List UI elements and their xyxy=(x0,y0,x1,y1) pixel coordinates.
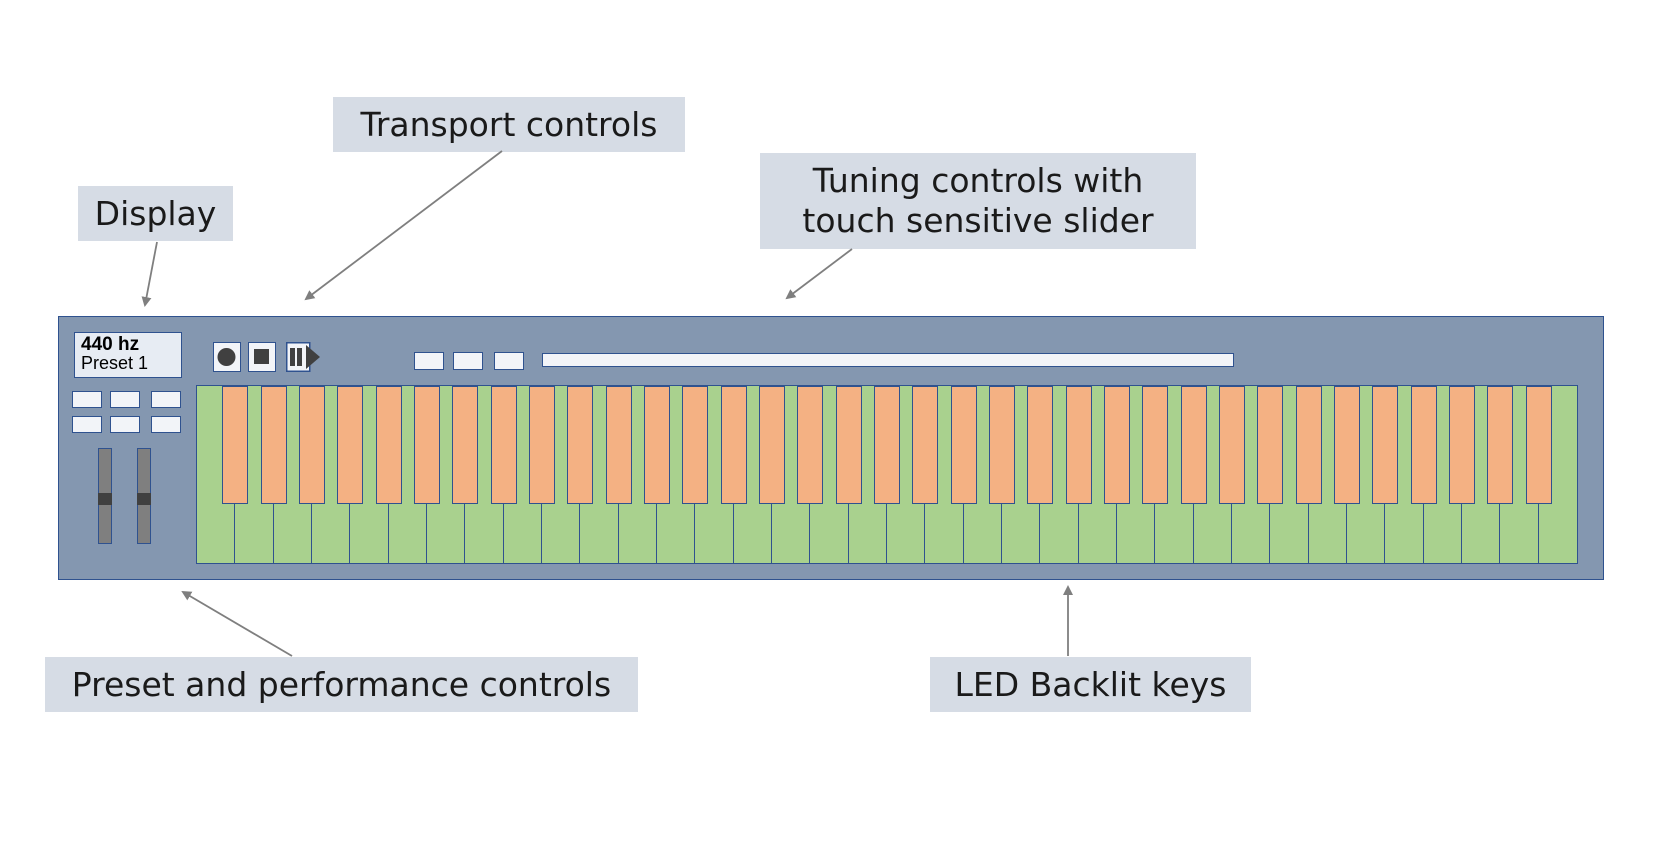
tuning-controls-callout: Tuning controls with touch sensitive sli… xyxy=(760,153,1196,249)
black-key[interactable] xyxy=(1334,386,1360,504)
transport-arrow xyxy=(304,150,503,301)
play-icon xyxy=(286,342,320,372)
black-key[interactable] xyxy=(797,386,824,504)
preset-arrow xyxy=(181,590,293,657)
preset-button-2[interactable] xyxy=(110,391,140,408)
play-button[interactable] xyxy=(286,342,322,372)
transport-controls-callout: Transport controls xyxy=(333,97,685,152)
black-key[interactable] xyxy=(1487,386,1514,504)
tuning-controls-label-line2: touch sensitive slider xyxy=(802,201,1154,240)
performance-fader-2[interactable] xyxy=(137,448,151,544)
preset-button-6[interactable] xyxy=(151,416,181,433)
preset-performance-callout: Preset and performance controls xyxy=(45,657,638,712)
black-key[interactable] xyxy=(222,386,249,504)
preset-performance-label: Preset and performance controls xyxy=(71,664,612,704)
black-key[interactable] xyxy=(414,386,440,504)
display-screen: 440 hz Preset 1 xyxy=(74,332,182,378)
preset-button-3[interactable] xyxy=(151,391,181,408)
black-key[interactable] xyxy=(1295,386,1322,504)
black-key[interactable] xyxy=(950,386,977,504)
black-key[interactable] xyxy=(1142,386,1169,504)
black-key[interactable] xyxy=(1180,386,1207,504)
black-key[interactable] xyxy=(720,386,747,504)
black-key[interactable] xyxy=(490,386,517,504)
preset-button-4[interactable] xyxy=(72,416,102,433)
black-key[interactable] xyxy=(874,386,900,504)
preset-button-1[interactable] xyxy=(72,391,102,408)
black-key[interactable] xyxy=(1027,386,1054,504)
black-key[interactable] xyxy=(682,386,709,504)
black-key[interactable] xyxy=(759,386,785,504)
black-key[interactable] xyxy=(1104,386,1130,504)
black-key[interactable] xyxy=(1449,386,1475,504)
fader-1-handle[interactable] xyxy=(98,493,112,505)
black-key[interactable] xyxy=(644,386,670,504)
black-key[interactable] xyxy=(1410,386,1437,504)
black-key[interactable] xyxy=(260,386,287,504)
display-frequency: 440 hz xyxy=(81,334,140,355)
black-key[interactable] xyxy=(375,386,402,504)
black-key[interactable] xyxy=(1219,386,1245,504)
tuning-button-2[interactable] xyxy=(453,352,483,370)
display-arrow xyxy=(141,241,158,307)
display-preset: Preset 1 xyxy=(81,353,149,373)
stop-icon xyxy=(254,349,269,364)
black-key[interactable] xyxy=(605,386,632,504)
black-key[interactable] xyxy=(567,386,594,504)
black-key[interactable] xyxy=(1257,386,1284,504)
record-icon xyxy=(217,348,236,366)
transport-controls-label: Transport controls xyxy=(360,104,658,144)
performance-fader-1[interactable] xyxy=(98,448,112,544)
record-button[interactable] xyxy=(213,342,241,372)
black-key[interactable] xyxy=(337,386,364,504)
black-key[interactable] xyxy=(835,386,862,504)
black-key[interactable] xyxy=(299,386,325,504)
led-backlit-keyboard[interactable] xyxy=(196,385,1578,564)
black-key[interactable] xyxy=(529,386,555,504)
black-key[interactable] xyxy=(1525,386,1552,504)
black-key[interactable] xyxy=(1065,386,1092,504)
tuning-controls-label-line1: Tuning controls with xyxy=(812,161,1144,200)
tuning-button-1[interactable] xyxy=(414,352,444,370)
led-backlit-keys-callout: LED Backlit keys xyxy=(930,657,1251,712)
touch-sensitive-slider[interactable] xyxy=(542,353,1234,367)
preset-button-5[interactable] xyxy=(110,416,140,433)
display-callout: Display xyxy=(78,186,233,241)
fader-2-handle[interactable] xyxy=(137,493,151,505)
black-key[interactable] xyxy=(1372,386,1399,504)
led-backlit-keys-label: LED Backlit keys xyxy=(954,664,1227,704)
black-key[interactable] xyxy=(452,386,479,504)
stop-button[interactable] xyxy=(248,342,276,372)
black-key[interactable] xyxy=(912,386,939,504)
black-key[interactable] xyxy=(989,386,1015,504)
tuning-button-3[interactable] xyxy=(494,352,524,370)
display-label: Display xyxy=(94,193,217,233)
tuning-arrow xyxy=(785,248,853,300)
